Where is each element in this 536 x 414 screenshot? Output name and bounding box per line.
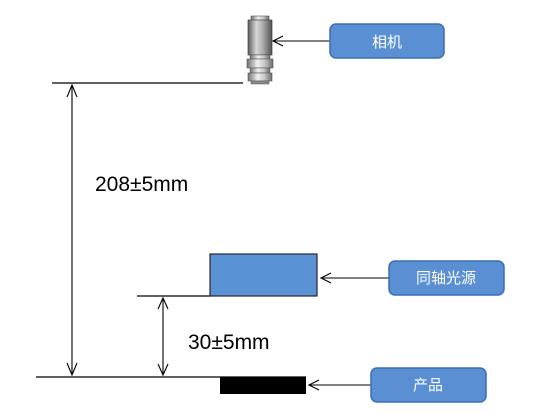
coaxial-light-block: [209, 253, 318, 297]
camera-pointer-arrow: [271, 35, 330, 47]
callout-camera: 相机: [329, 23, 445, 59]
camera-icon: [246, 15, 274, 85]
callout-coaxial-light-label: 同轴光源: [416, 269, 476, 287]
light-pointer-arrow: [319, 272, 389, 284]
dimension-label-208: 208±5mm: [95, 173, 188, 196]
dimension-arrow-30: [157, 296, 169, 377]
callout-camera-label: 相机: [372, 33, 402, 51]
callout-product: 产品: [370, 367, 487, 403]
dimension-arrow-208: [66, 83, 78, 377]
callout-product-label: 产品: [413, 376, 443, 394]
callout-coaxial-light: 同轴光源: [388, 260, 505, 296]
product-pointer-arrow: [307, 379, 371, 391]
dimension-label-30: 30±5mm: [188, 331, 270, 354]
product-block: [220, 377, 306, 394]
